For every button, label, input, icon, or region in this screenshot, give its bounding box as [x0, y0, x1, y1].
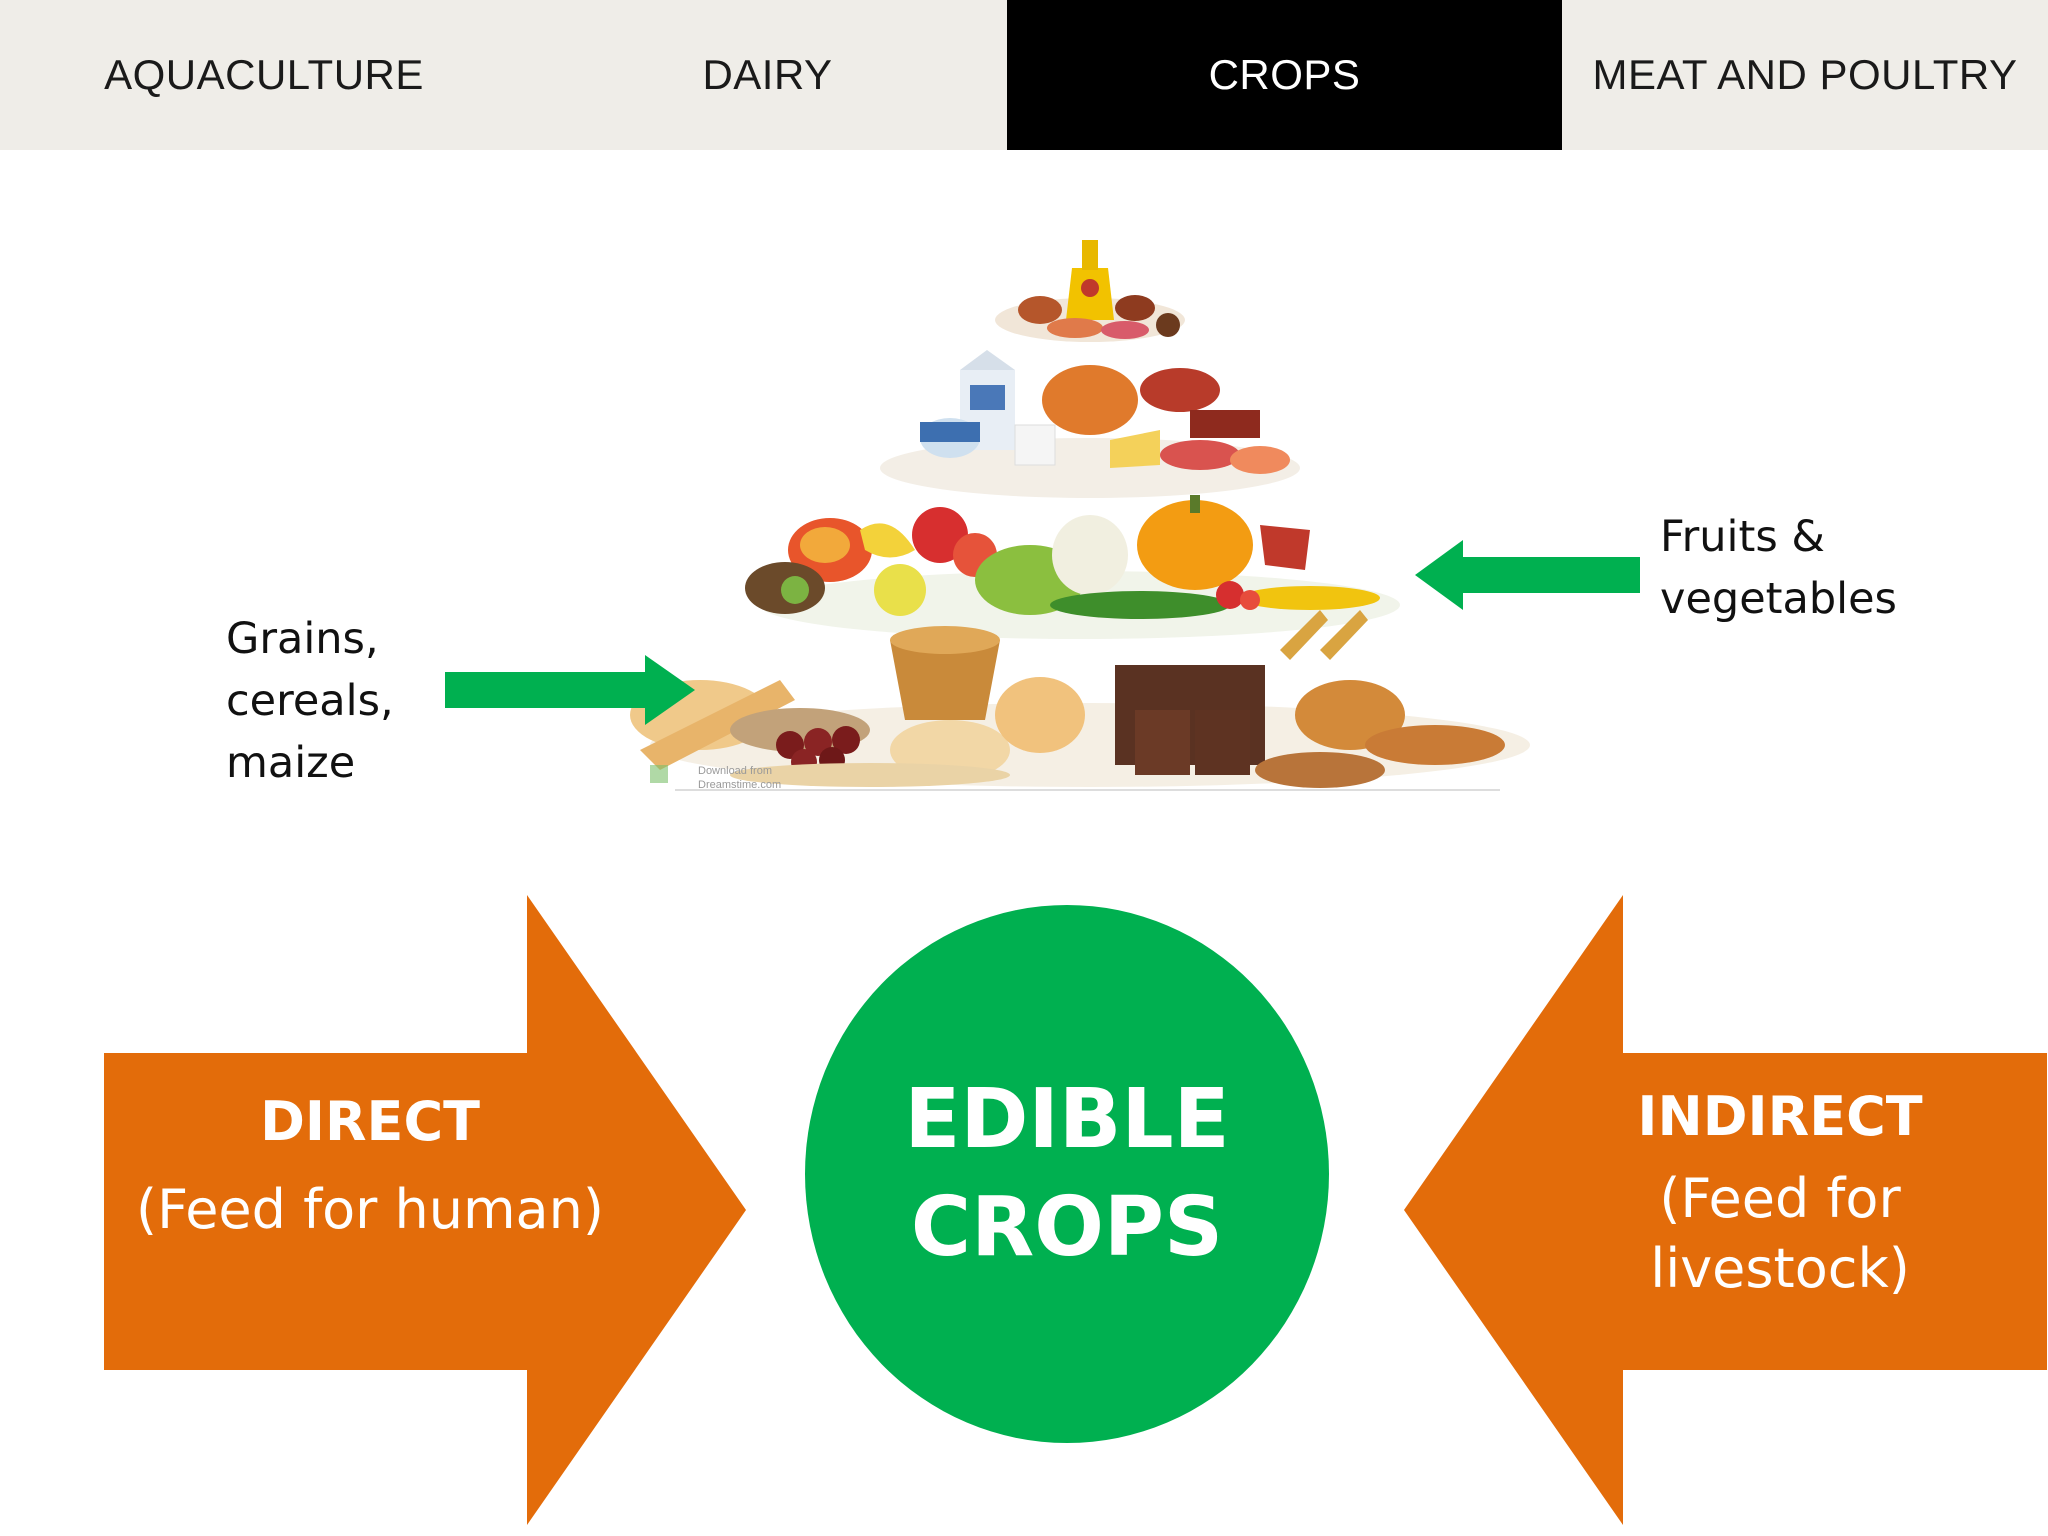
category-tab-bar: AQUACULTURE DAIRY CROPS MEAT AND POULTRY — [0, 0, 2048, 150]
pyramid-tier-grains — [630, 610, 1530, 788]
tab-aquaculture[interactable]: AQUACULTURE — [104, 51, 424, 98]
grains-label-line1: Grains, — [226, 614, 379, 664]
direct-subtitle: (Feed for human) — [136, 1178, 604, 1241]
tab-meat-and-poultry[interactable]: MEAT AND POULTRY — [1592, 51, 2018, 98]
fruits-vegetables-label: Fruits & vegetables — [1660, 506, 1960, 630]
center-line2: CROPS — [910, 1180, 1224, 1275]
fruits-pointer-arrow-icon — [1415, 540, 1640, 610]
indirect-arrow-shape — [1404, 895, 2047, 1525]
grains-label-line3: maize — [226, 738, 356, 788]
tab-crops[interactable]: CROPS — [1007, 0, 1562, 150]
pyramid-tier-oils-sweets — [995, 240, 1185, 342]
direct-text-block: DIRECT (Feed for human) — [110, 1090, 630, 1245]
pyramid-tier-dairy-meat — [880, 350, 1300, 498]
grains-label: Grains, cereals, maize — [226, 608, 446, 794]
indirect-title: INDIRECT — [1637, 1085, 1923, 1148]
indirect-subtitle-line2: livestock) — [1650, 1237, 1910, 1300]
grains-pointer-arrow-icon — [445, 655, 695, 725]
food-pyramid-image: Download from Dreamstime.com — [620, 210, 1540, 810]
direct-arrow-shape — [104, 895, 746, 1525]
indirect-subtitle: (Feed for livestock) — [1600, 1164, 1960, 1304]
watermark: Download from Dreamstime.com — [650, 765, 1500, 791]
direct-title: DIRECT — [260, 1090, 480, 1153]
indirect-subtitle-line1: (Feed for — [1659, 1167, 1901, 1230]
grains-label-line2: cereals, — [226, 676, 394, 726]
fruits-label-line1: Fruits & — [1660, 512, 1825, 562]
center-line1: EDIBLE — [904, 1072, 1230, 1167]
watermark-line2: Dreamstime.com — [698, 779, 781, 791]
fruits-label-line2: vegetables — [1660, 574, 1897, 624]
edible-crops-circle: EDIBLE CROPS — [805, 905, 1329, 1443]
watermark-line1: Download from — [698, 765, 772, 777]
pyramid-tier-fruits-vegetables — [745, 495, 1400, 639]
tab-dairy[interactable]: DAIRY — [702, 51, 833, 98]
indirect-text-block: INDIRECT (Feed for livestock) — [1600, 1085, 1960, 1304]
